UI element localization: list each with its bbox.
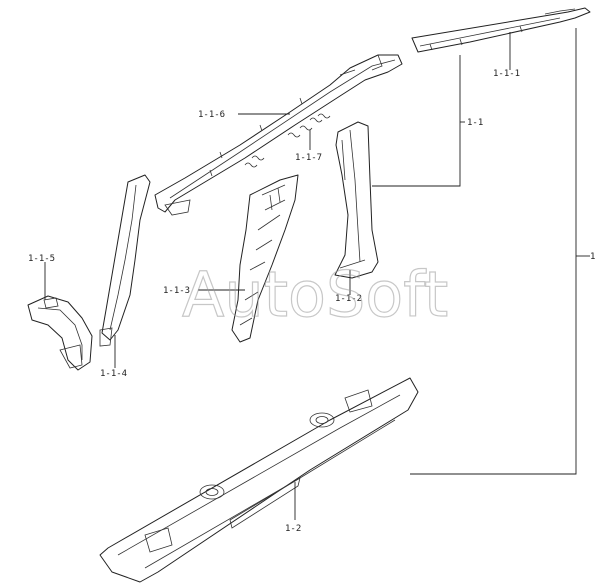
callout-1: 1 (590, 252, 595, 262)
callout-1-1-2: 1-1-2 (335, 294, 362, 304)
part-1-1-1[interactable] (411, 7, 591, 53)
callout-labels: 1 1-1 1-1-1 1-1-2 1-1-3 1-1-4 1-1-5 1-1-… (28, 69, 595, 534)
callout-1-1-5: 1-1-5 (28, 254, 55, 264)
callout-1-1: 1-1 (467, 118, 483, 128)
part-1-1-5[interactable] (27, 295, 93, 371)
callout-1-1-7: 1-1-7 (295, 153, 322, 163)
callout-1-1-1: 1-1-1 (493, 69, 520, 79)
callout-1-1-4: 1-1-4 (100, 369, 127, 379)
part-1-2[interactable] (99, 377, 419, 583)
callout-1-1-6: 1-1-6 (198, 110, 225, 120)
leader-lines (44, 28, 590, 520)
callout-1-1-3: 1-1-3 (163, 286, 190, 296)
part-1-1-2[interactable] (334, 121, 379, 279)
part-1-1-4[interactable] (99, 174, 151, 347)
watermark-text: AutoSoft (182, 258, 448, 331)
part-1-1-6[interactable] (154, 54, 403, 216)
part-1-1-3[interactable] (231, 174, 299, 343)
part-1-1-7-clips[interactable] (244, 113, 331, 168)
callout-1-2: 1-2 (285, 524, 301, 534)
